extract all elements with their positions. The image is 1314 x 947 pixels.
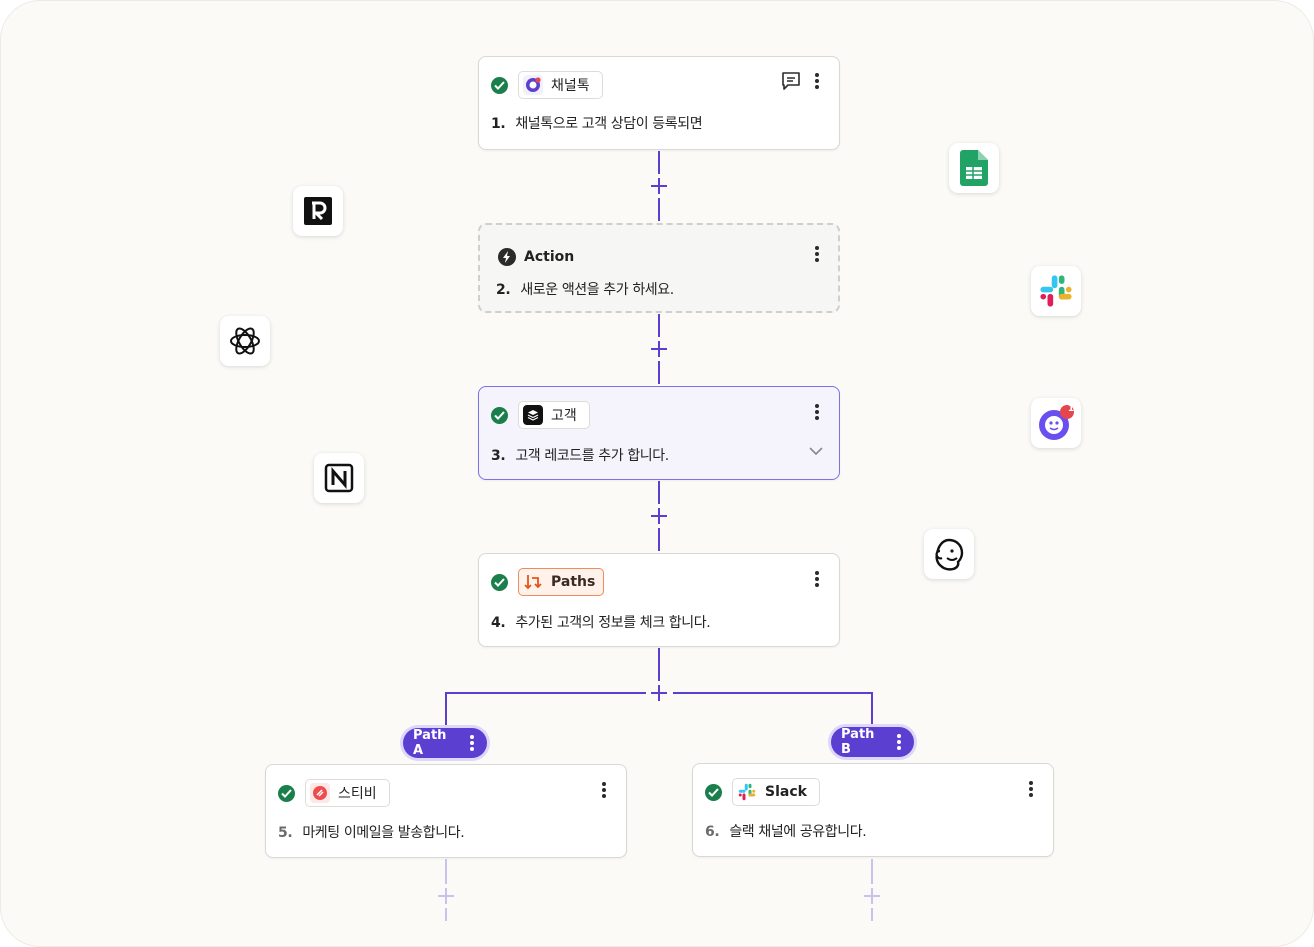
step-card-trigger[interactable]: 채널톡 1. 채널톡으로 고객 상담이 등록되면 [478,56,840,150]
step-description: 마케팅 이메일을 발송합니다. [302,825,465,841]
app-name: 스티비 [338,786,377,802]
step-card-stibee[interactable]: 스티비 5. 마케팅 이메일을 발송합니다. [265,764,627,858]
notification-badge: 1 [1067,404,1075,414]
stibee-icon [310,783,330,803]
check-icon [278,784,295,802]
comment-icon[interactable] [781,71,801,91]
mailchimp-icon [924,529,974,579]
paths-icon [523,572,543,592]
channel-talk-icon [523,75,543,95]
more-options-icon[interactable] [809,244,825,264]
chevron-down-icon[interactable] [809,446,823,456]
google-sheets-icon [949,143,999,193]
check-icon [491,573,508,591]
notion-icon [314,453,364,503]
add-step-button[interactable] [650,340,668,358]
more-options-icon[interactable] [809,402,825,422]
channel-talk-icon: 1 [1031,398,1081,448]
path-b-pill[interactable]: Path B [831,727,914,757]
more-options-icon[interactable] [809,569,825,589]
app-name: Action [524,249,575,265]
step-number: 5. [278,825,293,841]
add-step-button[interactable] [863,887,881,905]
step-card-action-placeholder[interactable]: Action 2. 새로운 액션을 추가 하세요. [478,223,840,313]
app-name: 채널톡 [551,78,590,94]
more-options-icon[interactable] [596,780,612,800]
more-options-icon[interactable] [809,71,825,91]
openai-icon [220,316,270,366]
step-card-slack[interactable]: Slack 6. 슬랙 채널에 공유합니다. [692,763,1054,857]
check-icon [491,76,508,94]
app-chip[interactable]: Action [498,243,574,271]
app-name: Slack [765,784,807,800]
slack-icon [1031,266,1081,316]
more-options-icon[interactable] [892,732,906,752]
app-chip[interactable]: Slack [732,778,820,806]
add-path-button[interactable] [650,684,668,702]
add-step-button[interactable] [650,507,668,525]
more-options-icon[interactable] [1023,779,1039,799]
path-label: Path B [841,727,875,757]
app-name: Paths [551,574,596,590]
step-description: 채널톡으로 고객 상담이 등록되면 [515,116,703,132]
step-description: 슬랙 채널에 공유합니다. [729,824,867,840]
step-description: 새로운 액션을 추가 하세요. [520,282,674,298]
check-icon [705,783,722,801]
lightning-icon [498,248,516,266]
step-description: 추가된 고객의 정보를 체크 합니다. [515,615,711,631]
add-step-button[interactable] [650,177,668,195]
slack-icon [737,782,757,802]
more-options-icon[interactable] [465,733,480,753]
step-number: 1. [491,116,506,132]
path-a-pill[interactable]: Path A [403,728,487,758]
check-icon [491,406,508,424]
stack-icon [523,405,543,425]
app-chip[interactable]: 고객 [518,401,590,429]
step-description: 고객 레코드를 추가 합니다. [515,448,669,464]
app-chip[interactable]: Paths [518,568,605,596]
step-number: 3. [491,448,506,464]
step-number: 4. [491,615,506,631]
step-number: 6. [705,824,720,840]
app-name: 고객 [551,408,577,424]
step-number: 2. [496,282,511,298]
app-chip[interactable]: 채널톡 [518,71,603,99]
step-card-customer-record[interactable]: 고객 3. 고객 레코드를 추가 합니다. [478,386,840,480]
retool-icon [293,186,343,236]
path-label: Path A [413,728,447,758]
add-step-button[interactable] [437,887,455,905]
app-chip[interactable]: 스티비 [305,779,390,807]
step-card-paths[interactable]: Paths 4. 추가된 고객의 정보를 체크 합니다. [478,553,840,647]
